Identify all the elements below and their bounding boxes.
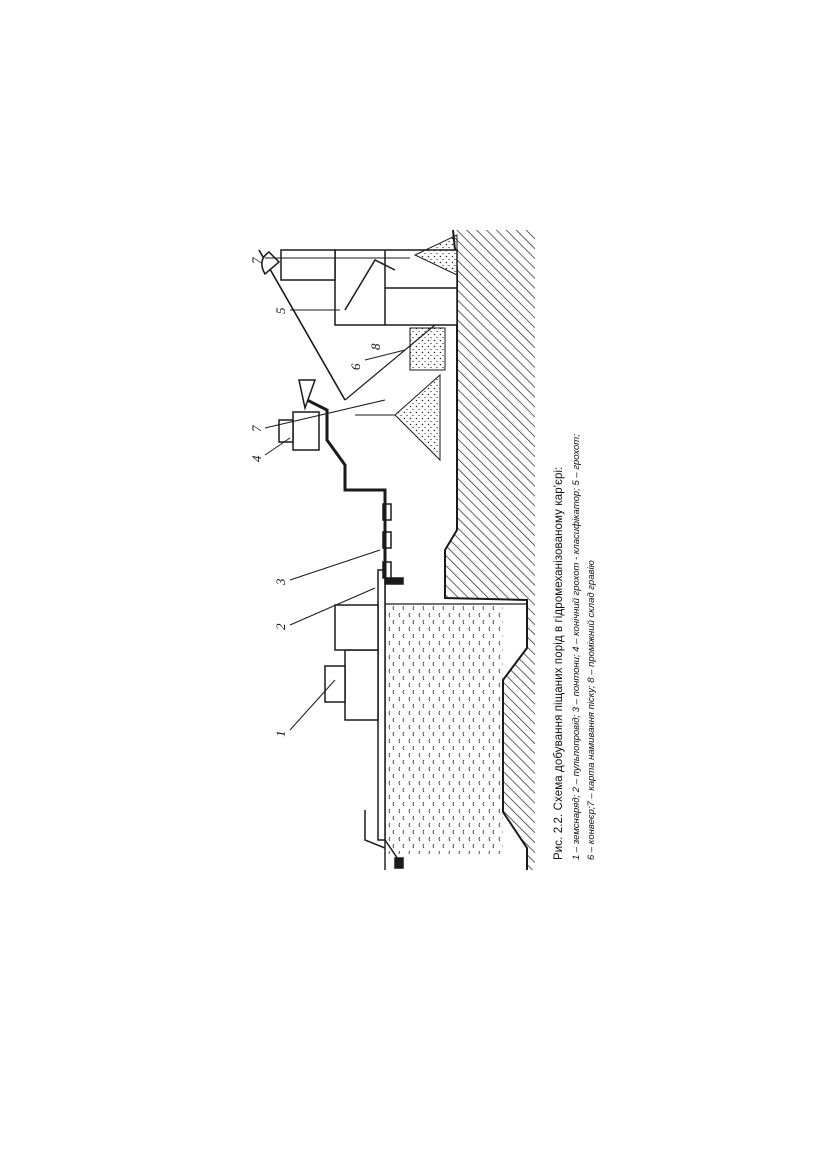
label-pipeline: 2 bbox=[273, 623, 288, 630]
label-sand-map-b: 7 bbox=[249, 257, 264, 264]
label-pontoons: 3 bbox=[273, 578, 288, 586]
label-dredge: 1 bbox=[273, 731, 288, 738]
figure-legend-line-1: 1 – земснаряд; 2 – пульпопровід; 3 – пон… bbox=[571, 434, 582, 860]
conveyor bbox=[258, 249, 346, 401]
dredge bbox=[324, 569, 404, 869]
label-screen: 5 bbox=[273, 307, 288, 314]
figure-legend-line-2: 6 – конвеєр;7 – карта намивання піску; 8… bbox=[586, 560, 597, 860]
label-conveyor: 6 bbox=[348, 363, 363, 370]
gravel-store bbox=[409, 327, 446, 371]
dredging-scheme-diagram: 1 2 3 4 7 5 6 8 7 bbox=[249, 230, 535, 870]
label-sand-map-a: 7 bbox=[249, 425, 264, 432]
label-conical-screen: 4 bbox=[249, 455, 264, 462]
pit-water bbox=[385, 604, 503, 854]
figure: 1 2 3 4 7 5 6 8 7 Рис. 2.2. Схема добува… bbox=[235, 230, 625, 870]
sand-heap-a bbox=[394, 373, 441, 462]
ground-profile bbox=[444, 230, 528, 870]
conical-screen-classifier bbox=[278, 379, 320, 451]
ground-hatching bbox=[445, 230, 535, 870]
figure-caption-title: Рис. 2.2. Схема добування піщаних порід … bbox=[553, 466, 565, 860]
sand-heap-b bbox=[413, 234, 458, 276]
label-gravel-store: 8 bbox=[368, 343, 383, 350]
pulp-pipeline bbox=[305, 388, 387, 578]
